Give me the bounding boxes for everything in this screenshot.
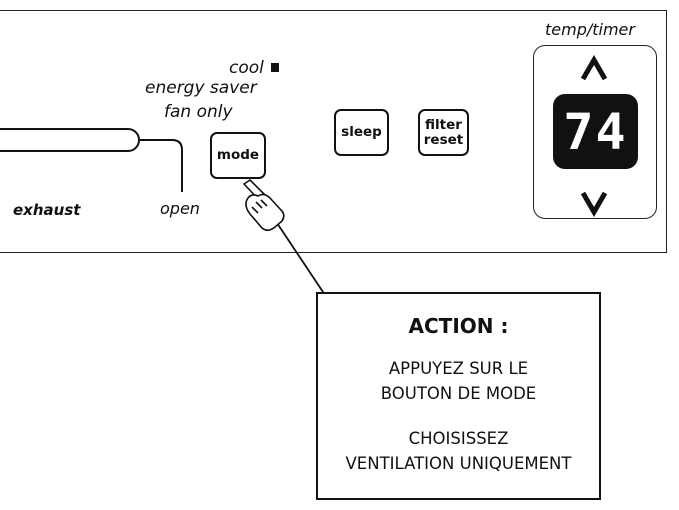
vent-open-label: open [160, 199, 200, 218]
action-instruction-line2: BOUTON DE MODE [380, 384, 537, 403]
sleep-button-label: sleep [341, 124, 382, 141]
action-instruction-line3: CHOISISSEZ [408, 429, 509, 448]
mode-option-fan-only: fan only [164, 102, 233, 122]
chevron-down-icon[interactable] [580, 191, 608, 217]
vent-lever[interactable] [0, 128, 140, 152]
mode-button[interactable]: mode [210, 132, 266, 179]
cool-indicator-icon [270, 63, 279, 72]
temp-timer-group [533, 45, 657, 219]
mode-option-cool: cool [229, 60, 279, 77]
chevron-up-icon[interactable] [580, 55, 608, 81]
filter-reset-button[interactable]: filter reset [418, 109, 469, 156]
filter-reset-label-line1: filter [425, 117, 462, 134]
mode-option-energy-saver: energy saver [145, 78, 257, 98]
temperature-display: 74 [553, 94, 638, 169]
action-title: ACTION : [408, 314, 509, 338]
temp-timer-label: temp/timer [545, 20, 635, 39]
control-panel [0, 10, 667, 253]
vent-exhaust-label: exhaust [13, 201, 81, 219]
action-instruction-line1: APPUYEZ SUR LE [388, 359, 529, 378]
action-callout-box: ACTION : APPUYEZ SUR LE BOUTON DE MODE C… [316, 292, 601, 500]
action-instruction-line4: VENTILATION UNIQUEMENT [345, 454, 572, 473]
mode-button-label: mode [216, 147, 260, 164]
mode-option-cool-label: cool [229, 58, 264, 78]
filter-reset-label-line2: reset [423, 131, 464, 148]
temperature-display-value: 74 [563, 102, 628, 161]
sleep-button[interactable]: sleep [334, 109, 389, 156]
